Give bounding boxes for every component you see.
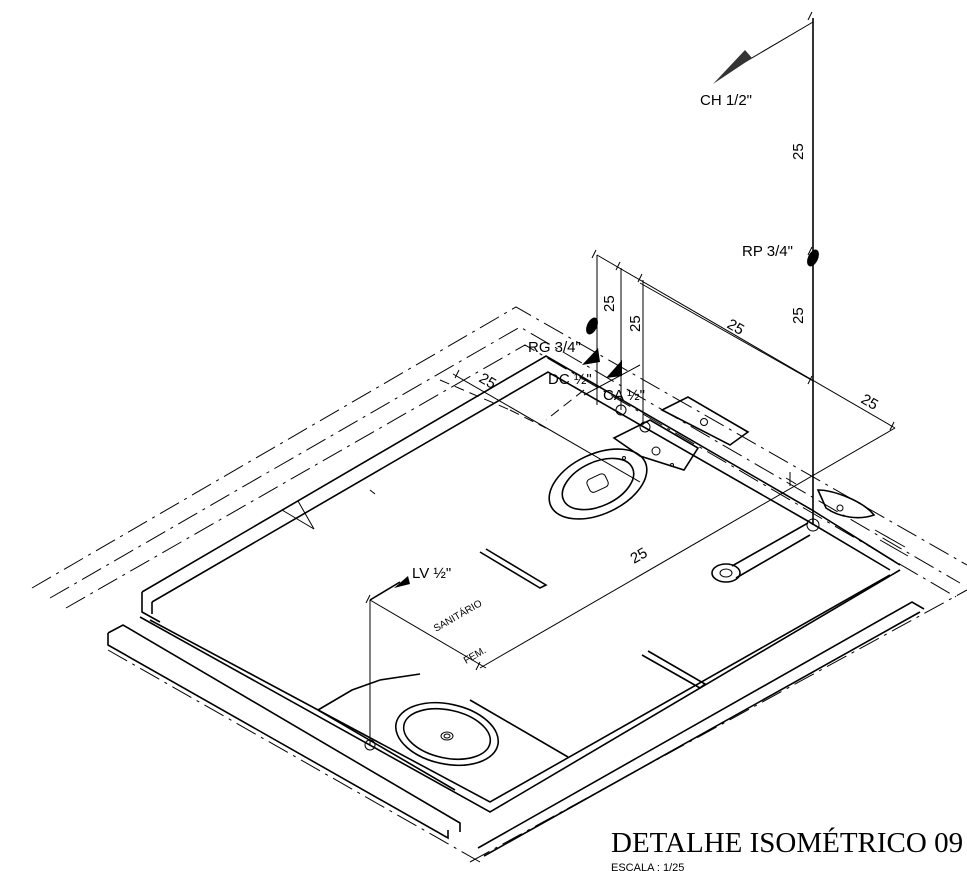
pipe-label-lv: LV ½" xyxy=(412,565,451,582)
pipe-label-rp: RP 3/4" xyxy=(742,243,793,260)
room-label-name: SANITÁRIO xyxy=(431,596,484,634)
dimension-label: 25 xyxy=(628,544,651,567)
hidden-lines xyxy=(439,379,585,429)
pipe-label-dc: DC ½" xyxy=(548,371,592,388)
pipe-label-ch: CH 1/2" xyxy=(700,92,752,109)
sink-fixture xyxy=(394,701,500,767)
corner-shower-fixture xyxy=(785,472,876,519)
dimension-label: 25 xyxy=(790,143,807,160)
wall-axis-lines xyxy=(31,306,967,863)
valve-symbols xyxy=(394,50,819,588)
drawing-title: DETALHE ISOMÉTRICO 09 xyxy=(611,826,963,859)
dimension-label: 25 xyxy=(627,315,644,332)
floor-drain xyxy=(711,522,811,583)
dimension-label: 25 xyxy=(724,316,747,339)
pipe-label-rg: RG 3/4" xyxy=(528,339,581,356)
dimension-label: 25 xyxy=(858,391,881,414)
dimension-label: 25 xyxy=(476,370,499,393)
dimension-lines xyxy=(365,11,896,671)
partitions xyxy=(317,548,707,791)
urinal-fixture xyxy=(660,396,750,446)
wall-outlines xyxy=(107,355,925,857)
drawing-scale: ESCALA : 1/25 xyxy=(611,862,684,871)
toilet-fixture xyxy=(548,419,700,520)
dimension-label: 25 xyxy=(601,295,618,312)
room-label-suffix: FEM. xyxy=(462,645,488,666)
dimension-label: 25 xyxy=(790,307,807,324)
riser-pipes xyxy=(364,18,820,751)
pipe-label-ca: CA ½" xyxy=(603,387,645,404)
